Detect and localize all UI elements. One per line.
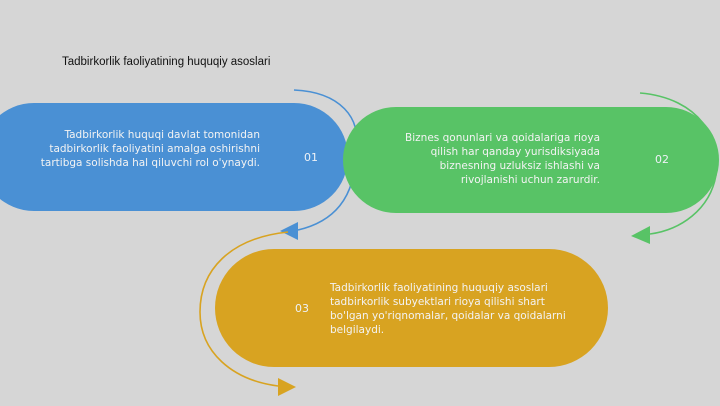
step-text-1: Tadbirkorlik huquqi davlat tomonidan tad… bbox=[40, 129, 260, 169]
step-number-1: 01 bbox=[304, 151, 318, 164]
arrowhead-green bbox=[631, 226, 650, 244]
step-number-2: 02 bbox=[655, 153, 669, 166]
step-text-3: Tadbirkorlik faoliyatining huquqiy asosl… bbox=[330, 282, 566, 336]
step-pill-1 bbox=[0, 103, 348, 211]
step-pill-3 bbox=[215, 249, 608, 367]
step-text-2: Biznes qonunlari va qoidalariga rioya qi… bbox=[405, 132, 600, 186]
step-number-3: 03 bbox=[295, 302, 309, 315]
arrowhead-yellow bbox=[278, 378, 296, 396]
connector-arc-3 bbox=[199, 231, 289, 387]
slide-title: Tadbirkorlik faoliyatining huquqiy asosl… bbox=[62, 56, 271, 68]
step-pill-2 bbox=[343, 107, 719, 213]
arrowhead-blue bbox=[280, 222, 298, 240]
